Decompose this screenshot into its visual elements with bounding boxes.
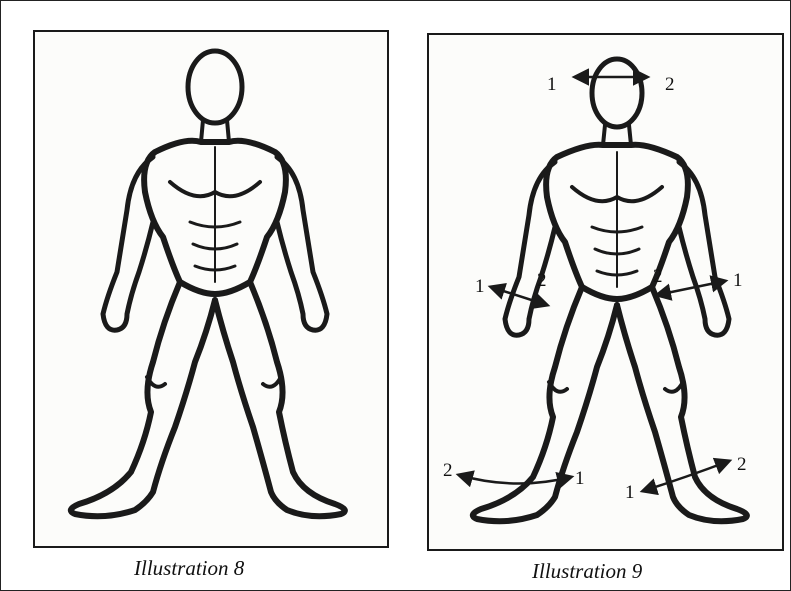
illustration-8-caption: Illustration 8 xyxy=(134,556,244,581)
head-label-2: 2 xyxy=(665,75,675,94)
human-figure-drawing xyxy=(35,32,387,546)
left-hip-label-2: 2 xyxy=(537,271,547,290)
right-ankle-label-1: 1 xyxy=(625,483,635,502)
figure-left-leg xyxy=(473,287,617,521)
figure-head xyxy=(188,51,242,123)
right-hip-label-2: 2 xyxy=(653,267,663,286)
left-ankle-label-2: 2 xyxy=(443,461,453,480)
left-ankle-rotation-arrow xyxy=(459,475,571,484)
left-ankle-label-1: 1 xyxy=(575,469,585,488)
illustration-8-frame xyxy=(33,30,389,548)
head-label-1: 1 xyxy=(547,75,557,94)
figure-head xyxy=(592,59,642,127)
right-hip-label-1: 1 xyxy=(733,271,743,290)
illustration-9-caption: Illustration 9 xyxy=(532,559,642,584)
right-ankle-label-2: 2 xyxy=(737,455,747,474)
left-hip-label-1: 1 xyxy=(475,277,485,296)
right-hip-rotation-arrow xyxy=(657,281,725,295)
illustration-9-frame: 1 2 1 2 2 1 2 1 1 2 xyxy=(427,33,784,551)
right-ankle-rotation-arrow xyxy=(643,461,729,491)
figure-left-leg xyxy=(71,282,215,516)
